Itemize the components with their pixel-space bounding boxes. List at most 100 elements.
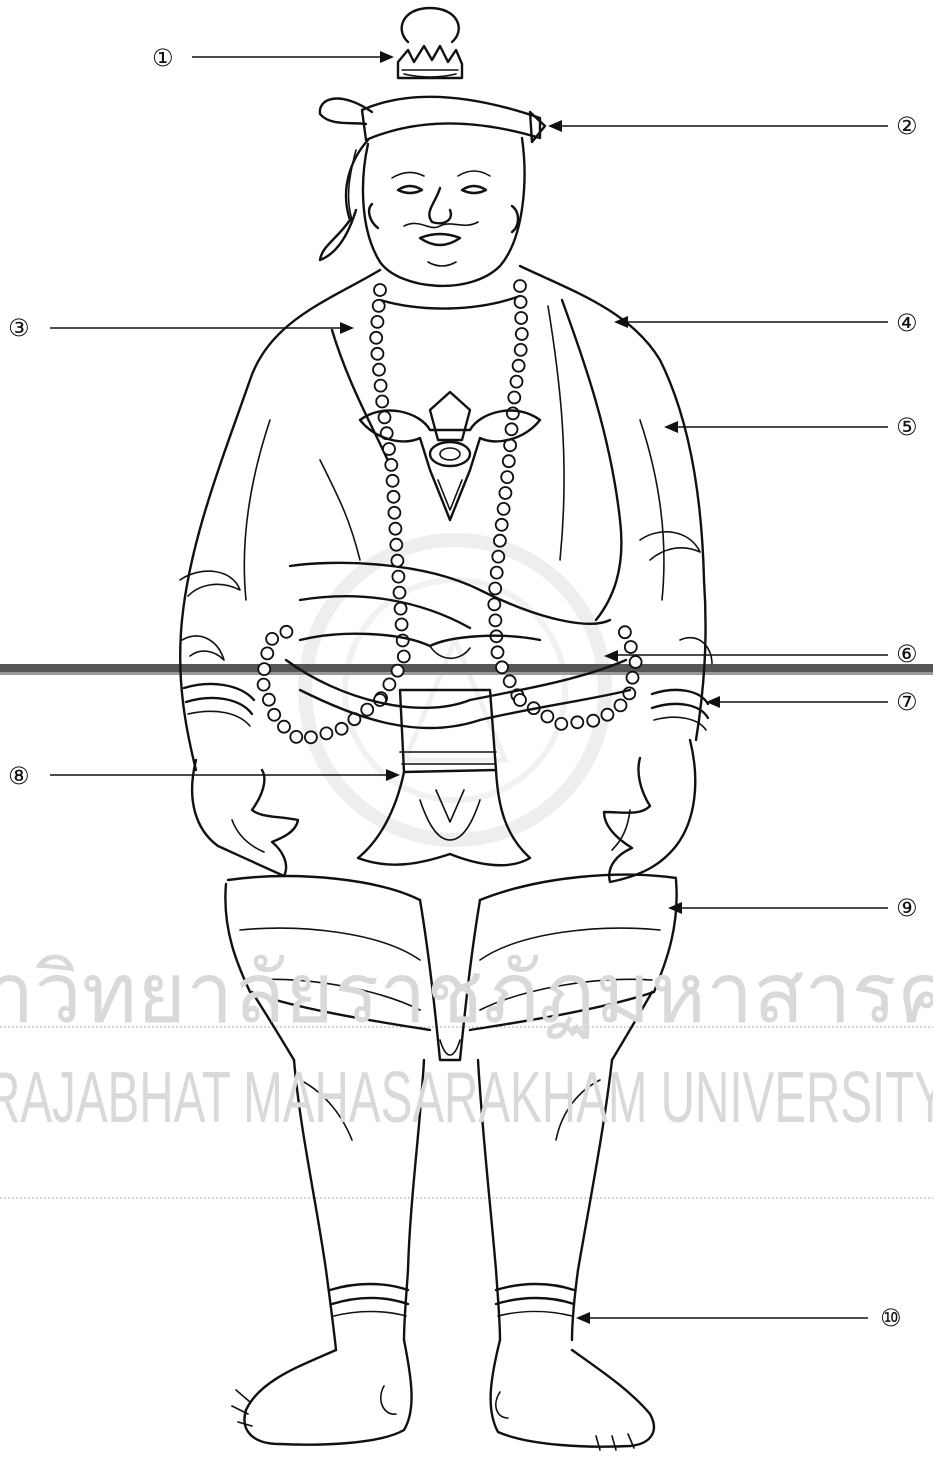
bead xyxy=(571,716,583,728)
bead xyxy=(387,475,399,487)
figure-drawing xyxy=(180,8,712,1450)
bead xyxy=(370,332,382,344)
scan-band xyxy=(0,664,933,672)
bead xyxy=(261,647,273,659)
bead xyxy=(514,694,526,706)
crown-topknot xyxy=(398,8,462,78)
callout-number-9: ⑨ xyxy=(896,894,918,922)
bead xyxy=(383,678,395,690)
bead xyxy=(503,455,515,467)
feet xyxy=(232,1340,654,1450)
university-watermark: มหาวิทยาลัยราชภัฏมหาสารคาม RAJABHAT MAHA… xyxy=(0,946,933,1138)
bead xyxy=(494,535,506,547)
callout-10: ⑩ xyxy=(576,1304,902,1332)
bead xyxy=(388,491,400,503)
bead xyxy=(258,679,270,691)
bead xyxy=(555,718,567,730)
bead xyxy=(385,459,397,471)
bead xyxy=(496,519,508,531)
callouts: ① ② ③ ④ ⑤ ⑥ xyxy=(8,44,918,1332)
bead xyxy=(320,727,332,739)
bead xyxy=(515,344,527,356)
callout-number-2: ② xyxy=(896,112,918,140)
bead xyxy=(396,619,408,631)
bead xyxy=(492,551,504,563)
bead xyxy=(278,721,290,733)
callout-9: ⑨ xyxy=(668,894,918,922)
bead xyxy=(392,571,404,583)
bead xyxy=(516,328,528,340)
bead xyxy=(394,587,406,599)
bead xyxy=(488,598,500,610)
bead xyxy=(375,380,387,392)
bead xyxy=(263,694,275,706)
bead xyxy=(398,651,410,663)
bead xyxy=(515,312,527,324)
bead xyxy=(258,663,270,675)
bead xyxy=(489,614,501,626)
bead xyxy=(392,665,404,677)
bead xyxy=(395,603,407,615)
watermark-thai: มหาวิทยาลัยราชภัฏมหาสารคาม xyxy=(0,946,933,1040)
bead xyxy=(630,656,642,668)
arrowhead-5 xyxy=(664,421,678,433)
bead xyxy=(268,709,280,721)
arrowhead-3 xyxy=(340,322,354,334)
bead xyxy=(336,723,348,735)
arrowhead-2 xyxy=(548,120,562,132)
bead xyxy=(388,507,400,519)
bead xyxy=(498,503,510,515)
bead xyxy=(496,661,508,673)
bead xyxy=(619,626,631,638)
bead xyxy=(514,280,526,292)
bead xyxy=(501,471,513,483)
bead xyxy=(280,626,292,638)
bead xyxy=(305,731,317,743)
bead xyxy=(515,296,527,308)
callout-number-8: ⑧ xyxy=(8,762,30,790)
bead xyxy=(491,567,503,579)
bead xyxy=(489,583,501,595)
callout-4: ④ xyxy=(614,309,918,337)
bead xyxy=(391,555,403,567)
bead xyxy=(389,523,401,535)
bead xyxy=(373,300,385,312)
callout-1: ① xyxy=(152,44,394,72)
arrowhead-1 xyxy=(380,51,394,63)
callout-number-10: ⑩ xyxy=(880,1304,902,1332)
bead xyxy=(290,731,302,743)
bead xyxy=(627,672,639,684)
bead xyxy=(492,646,504,658)
anklets xyxy=(330,1284,574,1316)
callout-number-4: ④ xyxy=(896,309,918,337)
bead xyxy=(379,411,391,423)
callout-3: ③ xyxy=(8,314,354,342)
callout-number-7: ⑦ xyxy=(896,688,918,716)
bead xyxy=(587,715,599,727)
callout-7: ⑦ xyxy=(706,688,918,716)
callout-number-5: ⑤ xyxy=(896,413,918,441)
bead xyxy=(499,487,511,499)
callout-5: ⑤ xyxy=(664,413,918,441)
arrowhead-10 xyxy=(576,1312,590,1324)
bead xyxy=(371,348,383,360)
bead xyxy=(371,316,383,328)
bead xyxy=(383,443,395,455)
bead xyxy=(511,376,523,388)
watermark-english: RAJABHAT MAHASARAKHAM UNIVERSITY xyxy=(0,1058,933,1138)
bead xyxy=(376,396,388,408)
bead xyxy=(373,364,385,376)
bead xyxy=(601,709,613,721)
callout-number-6: ⑥ xyxy=(896,640,918,668)
bead xyxy=(541,711,553,723)
bead xyxy=(513,360,525,372)
bead xyxy=(504,675,516,687)
face xyxy=(363,138,524,286)
bead xyxy=(508,392,520,404)
bead xyxy=(374,284,386,296)
bead xyxy=(615,699,627,711)
bead xyxy=(625,641,637,653)
bead xyxy=(266,633,278,645)
callout-number-1: ① xyxy=(152,44,174,72)
bead xyxy=(361,704,373,716)
